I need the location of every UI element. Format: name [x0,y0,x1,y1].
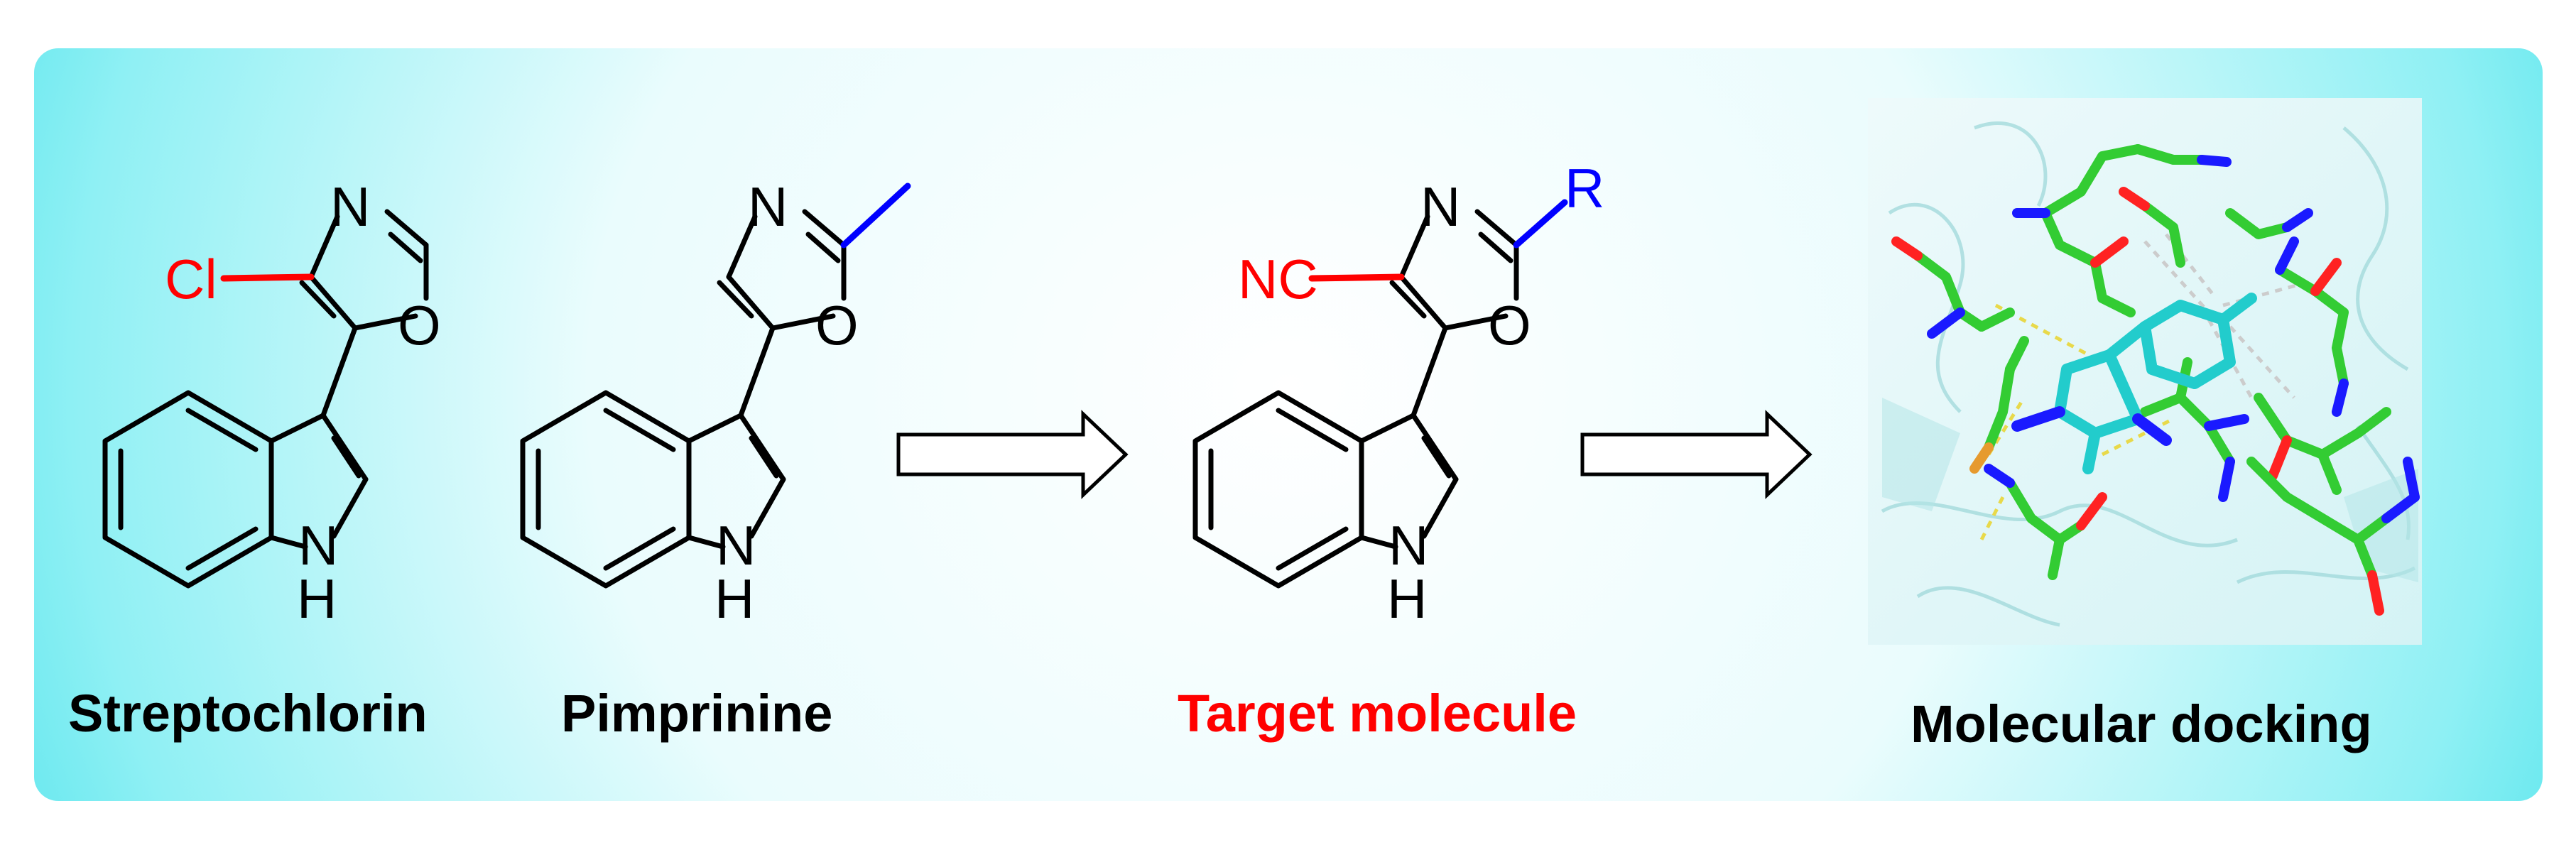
r-bond [1513,199,1568,249]
docking-image [1868,98,2422,645]
atom-h-indole: H [297,567,337,630]
atom-n-oxazole: N [1420,175,1460,238]
atom-o-oxazole: O [815,294,859,356]
protein-ribbons [1881,121,2416,627]
pimprinine-structure: N H N O [520,175,911,630]
streptochlorin-structure: N H N O Cl [102,175,441,630]
atom-h-indole: H [1387,567,1427,630]
atom-r: R [1565,157,1604,219]
atom-o-oxazole: O [398,294,441,356]
arrow-to-docking [1580,410,1813,499]
atom-n-indole: N [1388,514,1428,577]
label-streptochlorin: Streptochlorin [68,684,428,743]
atom-o-oxazole: O [1488,294,1531,356]
methyl-bond [840,182,911,249]
arrow-to-target [896,410,1129,499]
atom-n-indole: N [298,514,338,577]
cl-bond [220,273,315,282]
atom-h-indole: H [714,567,754,630]
atom-n-oxazole: N [748,175,788,238]
residue-sticks [1891,144,2420,616]
atom-n-oxazole: N [330,175,370,238]
atom-cl: Cl [165,248,217,310]
target-structure: N H N O NC R [1192,157,1604,630]
ligand-sticks [2011,293,2257,474]
atom-nc: NC [1238,248,1318,310]
label-pimprinine: Pimprinine [561,684,832,743]
docking-background [1868,98,2422,645]
label-molecular-docking: Molecular docking [1911,694,2372,753]
nitrile-bond [1308,273,1405,282]
label-target-molecule: Target molecule [1178,684,1577,743]
atom-n-indole: N [716,514,756,577]
